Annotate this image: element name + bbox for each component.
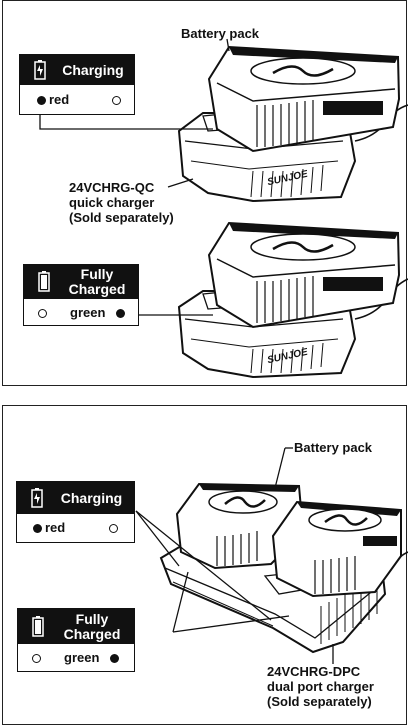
charging-indicator-leader-2 [135, 510, 272, 621]
charging-indicator-row: red [20, 85, 134, 114]
indicator-light-left [33, 524, 42, 533]
battery-pack-label: Battery pack [294, 440, 373, 455]
fully-charged-title-line1: Fully [75, 611, 109, 627]
indicator-light-right [110, 654, 119, 663]
charger-label: 24VCHRG-DPC dual port charger (Sold sepa… [267, 664, 374, 709]
battery-pack-lower [207, 221, 401, 329]
dual-port-charger-illustration [135, 447, 408, 664]
charger-leader [167, 178, 194, 188]
battery-full-icon [32, 616, 44, 637]
charging-status-box: Charging red [16, 481, 135, 543]
fully-charged-status-box: Fully Charged green [23, 264, 139, 326]
indicator-light-left [37, 96, 46, 105]
charger-label: 24VCHRG-QC quick charger (Sold separatel… [69, 180, 174, 225]
indicator-light-right [109, 524, 118, 533]
indicator-light-right [116, 309, 125, 318]
charging-status-title: Charging [62, 62, 124, 78]
charging-indicator-row: red [17, 514, 134, 542]
fully-charged-leader-1 [172, 571, 189, 633]
fully-charged-indicator-label: green [64, 650, 100, 665]
fully-charged-status-header: Fully Charged [24, 265, 138, 299]
battery-pack-label: Battery pack [181, 26, 260, 41]
charger-model: 24VCHRG-QC [69, 180, 155, 195]
quick-charger-illustration [39, 38, 408, 379]
battery-pack-upper [207, 45, 401, 153]
charger-description: dual port charger [267, 679, 374, 694]
fully-charged-title-line2: Charged [63, 626, 121, 642]
indicator-light-left [32, 654, 41, 663]
bottom-diagram-panel: Battery pack 24VCHRG-DPC dual port charg… [2, 405, 408, 725]
fully-charged-status-box: Fully Charged green [17, 608, 135, 672]
charger-model: 24VCHRG-DPC [267, 664, 361, 679]
fully-charged-status-header: Fully Charged [18, 609, 134, 644]
fully-charged-indicator-label: green [70, 305, 106, 320]
fully-charged-title-line2: Charged [68, 281, 126, 297]
charging-indicator-label: red [49, 92, 70, 107]
battery-charging-icon [31, 488, 43, 508]
charging-indicator-label: red [45, 520, 66, 535]
charger-availability: (Sold separately) [69, 210, 174, 225]
indicator-light-left [38, 309, 47, 318]
top-diagram-panel: SUNJOE SUNJOE Battery pack 24VCHRG-QC qu… [2, 0, 408, 386]
battery-pack-leader [226, 38, 230, 52]
charger-availability: (Sold separately) [267, 694, 372, 709]
fully-charged-indicator-row: green [24, 299, 138, 325]
charging-status-header: Charging [17, 482, 134, 514]
charger-description: quick charger [69, 195, 155, 210]
battery-full-icon [38, 271, 50, 292]
charging-status-title: Charging [60, 490, 123, 506]
charging-indicator-leader-1 [135, 510, 180, 567]
fully-charged-title-line1: Fully [80, 266, 114, 282]
charging-status-box: Charging red [19, 54, 135, 115]
battery-charging-icon [34, 60, 46, 80]
charging-status-header: Charging [20, 55, 134, 85]
fully-charged-indicator-row: green [18, 644, 134, 671]
battery-pack-right [271, 500, 402, 598]
fully-charged-leader-2 [172, 615, 290, 633]
indicator-light-right [112, 96, 121, 105]
